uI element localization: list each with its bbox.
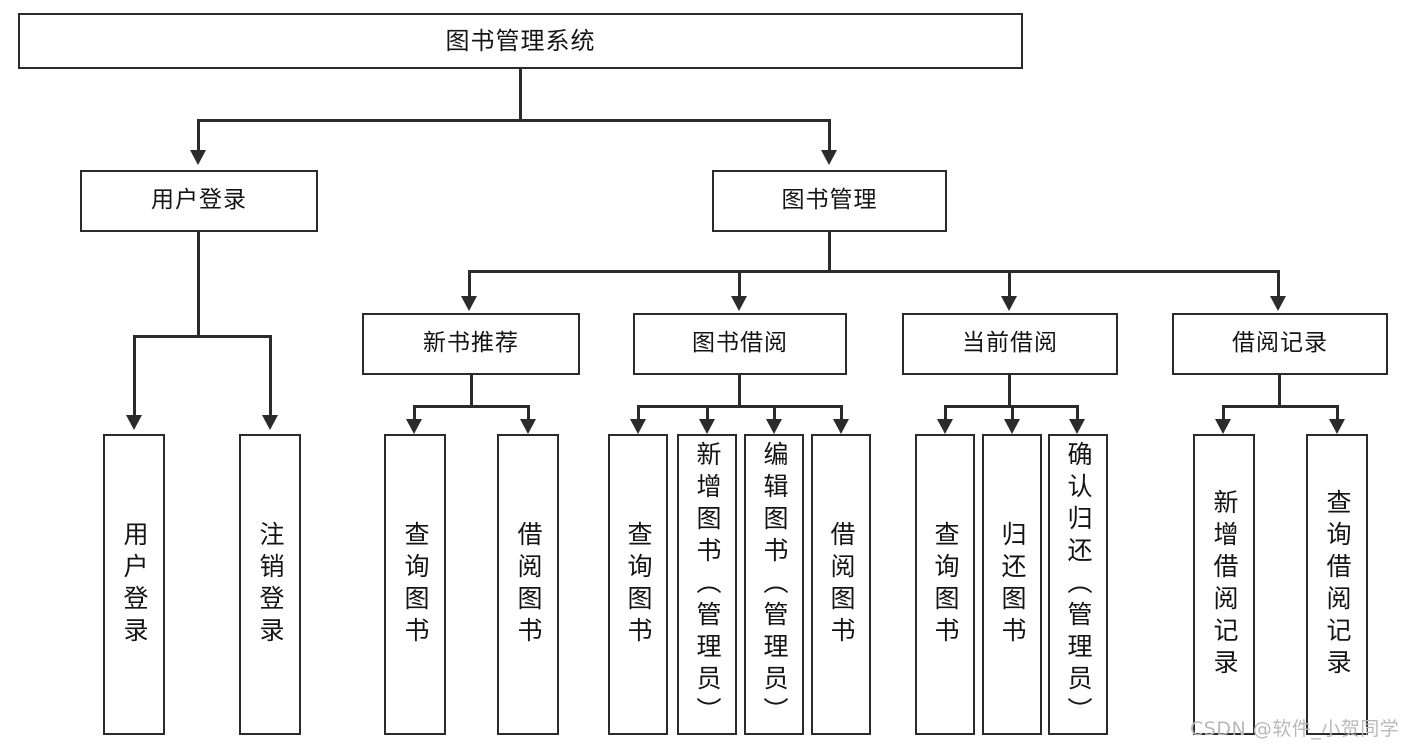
node-book-borrow[interactable]: 图书借阅 <box>633 313 847 375</box>
node-leaf-query-book-2[interactable]: 查询图书 <box>608 434 668 735</box>
connector-user-login-bus <box>133 335 272 338</box>
arrowhead-leaf-borrow-book-2 <box>833 419 849 434</box>
arrowhead-leaf-add-book-admin <box>699 419 715 434</box>
connector-drop-leaf-add-book-admin <box>706 405 709 420</box>
connector-drop-current-borrow <box>1008 270 1011 297</box>
connector-drop-borrow-record <box>1277 270 1280 297</box>
arrowhead-leaf-logout-login <box>262 415 278 430</box>
node-leaf-confirm-return-admin[interactable]: 确认归还（管理员） <box>1048 434 1108 735</box>
connector-drop-leaf-borrow-book-2 <box>840 405 843 420</box>
arrowhead-book-manage <box>821 150 837 165</box>
node-leaf-add-book-admin-label: 新增图书（管理员） <box>693 440 722 729</box>
node-book-borrow-label: 图书借阅 <box>692 330 788 357</box>
connector-book-borrow-stem <box>738 375 741 407</box>
node-book-manage-label: 图书管理 <box>781 187 878 214</box>
node-book-manage[interactable]: 图书管理 <box>712 170 947 232</box>
node-new-book-recommend-label: 新书推荐 <box>423 330 519 357</box>
connector-drop-leaf-confirm-return-admin <box>1076 405 1079 420</box>
node-leaf-confirm-return-admin-label: 确认归还（管理员） <box>1064 440 1093 729</box>
node-leaf-add-borrow-record-label: 新增借阅记录 <box>1210 488 1239 681</box>
node-user-login-label: 用户登录 <box>151 187 247 214</box>
arrowhead-leaf-borrow-book-1 <box>520 419 536 434</box>
node-leaf-query-borrow-record-label: 查询借阅记录 <box>1323 488 1352 681</box>
node-user-login[interactable]: 用户登录 <box>80 170 318 232</box>
arrowhead-leaf-add-borrow-record <box>1215 419 1231 434</box>
connector-new-book-recommend-stem <box>470 375 473 407</box>
connector-drop-leaf-add-borrow-record <box>1222 405 1225 420</box>
node-leaf-return-book[interactable]: 归还图书 <box>982 434 1042 735</box>
node-leaf-query-book-1[interactable]: 查询图书 <box>384 434 446 735</box>
node-leaf-return-book-label: 归还图书 <box>998 520 1027 649</box>
node-leaf-user-login[interactable]: 用户登录 <box>103 434 165 735</box>
arrowhead-leaf-user-login <box>126 415 142 430</box>
node-current-borrow-label: 当前借阅 <box>962 330 1058 357</box>
arrowhead-book-borrow <box>731 296 747 311</box>
node-new-book-recommend[interactable]: 新书推荐 <box>362 313 580 375</box>
node-leaf-logout-login[interactable]: 注销登录 <box>239 434 301 735</box>
arrowhead-leaf-query-book-1 <box>406 419 422 434</box>
connector-new-book-recommend-bus <box>413 405 530 408</box>
connector-drop-book-borrow <box>738 270 741 297</box>
arrowhead-leaf-query-book-3 <box>937 419 953 434</box>
node-leaf-query-book-3-label: 查询图书 <box>931 520 960 649</box>
connector-drop-user-login <box>197 119 200 151</box>
arrowhead-leaf-edit-book-admin <box>766 419 782 434</box>
node-leaf-borrow-book-2-label: 借阅图书 <box>827 520 856 649</box>
connector-drop-new-book-recommend <box>468 270 471 297</box>
arrowhead-current-borrow <box>1001 296 1017 311</box>
connector-drop-book-manage <box>828 119 831 151</box>
arrowhead-leaf-confirm-return-admin <box>1069 419 1085 434</box>
connector-book-borrow-bus <box>637 405 842 408</box>
arrowhead-leaf-query-book-2 <box>630 419 646 434</box>
connector-book-manage-stem <box>828 232 831 272</box>
node-leaf-edit-book-admin[interactable]: 编辑图书（管理员） <box>744 434 804 735</box>
connector-borrow-record-stem <box>1278 375 1281 407</box>
node-leaf-query-book-1-label: 查询图书 <box>401 520 430 649</box>
node-root[interactable]: 图书管理系统 <box>18 13 1023 69</box>
connector-level3-bus <box>468 270 1280 273</box>
arrowhead-new-book-recommend <box>461 296 477 311</box>
connector-drop-leaf-user-login <box>133 335 136 416</box>
node-leaf-query-book-3[interactable]: 查询图书 <box>915 434 975 735</box>
node-leaf-add-book-admin[interactable]: 新增图书（管理员） <box>677 434 737 735</box>
node-borrow-record-label: 借阅记录 <box>1232 330 1328 357</box>
connector-level2-bus <box>197 119 831 122</box>
connector-drop-leaf-query-book-1 <box>413 405 416 420</box>
node-leaf-user-login-label: 用户登录 <box>120 520 149 649</box>
connector-current-borrow-stem <box>1008 375 1011 407</box>
connector-borrow-record-bus <box>1222 405 1339 408</box>
connector-root-stem <box>519 69 522 120</box>
connector-drop-leaf-query-book-3 <box>944 405 947 420</box>
node-leaf-borrow-book-2[interactable]: 借阅图书 <box>811 434 871 735</box>
connector-drop-leaf-return-book <box>1011 405 1014 420</box>
node-current-borrow[interactable]: 当前借阅 <box>902 313 1118 375</box>
arrowhead-borrow-record <box>1270 296 1286 311</box>
node-leaf-borrow-book-1[interactable]: 借阅图书 <box>497 434 559 735</box>
node-leaf-query-book-2-label: 查询图书 <box>624 520 653 649</box>
arrowhead-user-login <box>190 150 206 165</box>
connector-drop-leaf-borrow-book-1 <box>527 405 530 420</box>
connector-user-login-stem <box>197 232 200 337</box>
connector-drop-leaf-query-book-2 <box>637 405 640 420</box>
connector-drop-leaf-logout-login <box>269 335 272 416</box>
arrowhead-leaf-return-book <box>1004 419 1020 434</box>
node-leaf-borrow-book-1-label: 借阅图书 <box>514 520 543 649</box>
connector-drop-leaf-query-borrow-record <box>1336 405 1339 420</box>
node-leaf-logout-login-label: 注销登录 <box>256 520 285 649</box>
node-leaf-edit-book-admin-label: 编辑图书（管理员） <box>760 440 789 729</box>
node-borrow-record[interactable]: 借阅记录 <box>1172 313 1388 375</box>
node-leaf-add-borrow-record[interactable]: 新增借阅记录 <box>1193 434 1255 735</box>
node-leaf-query-borrow-record[interactable]: 查询借阅记录 <box>1306 434 1368 735</box>
arrowhead-leaf-query-borrow-record <box>1329 419 1345 434</box>
connector-drop-leaf-edit-book-admin <box>773 405 776 420</box>
node-root-label: 图书管理系统 <box>445 26 596 55</box>
